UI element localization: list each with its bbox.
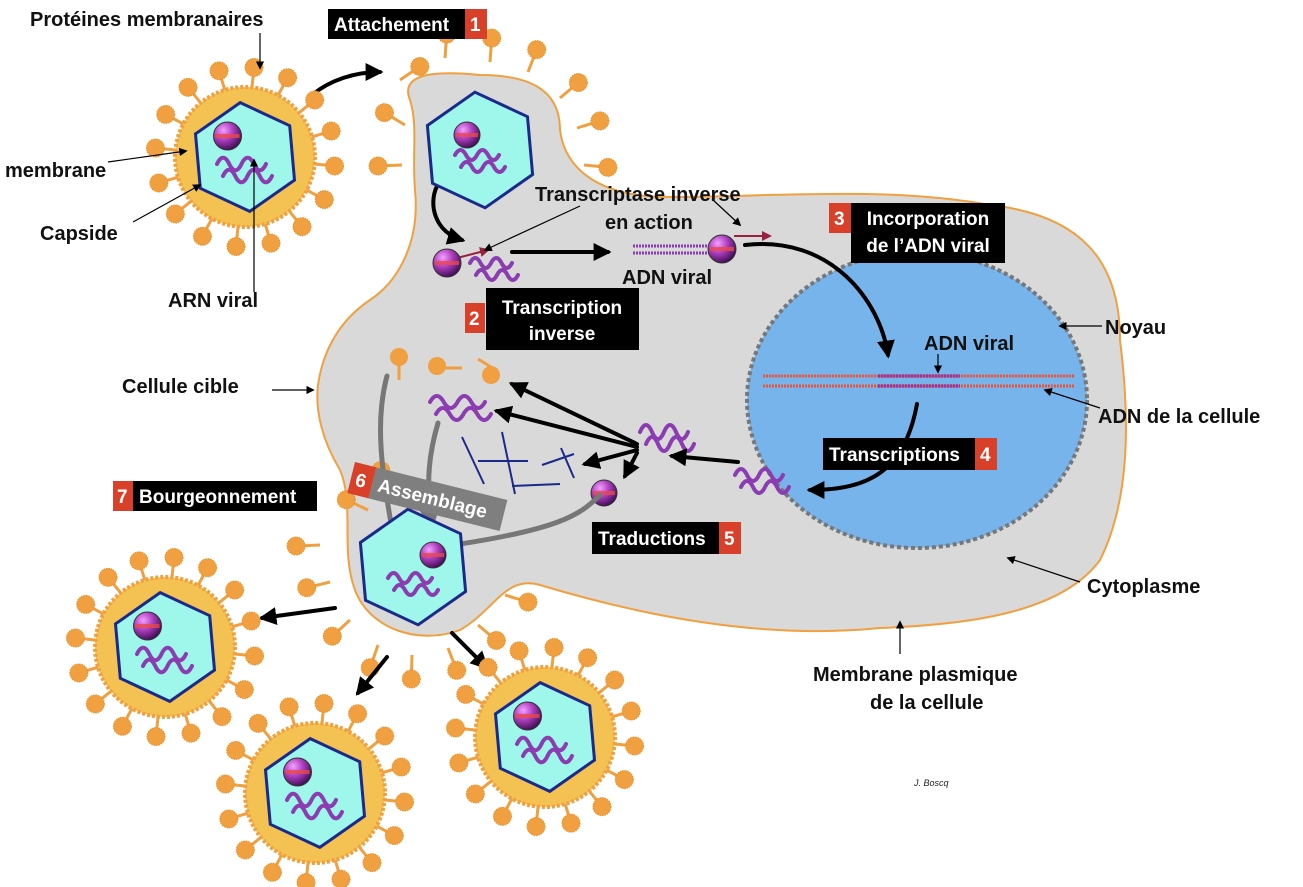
svg-text:1: 1 [470, 15, 481, 36]
svg-text:Traductions: Traductions [598, 529, 706, 550]
label-cellule-cible: Cellule cible [122, 376, 239, 398]
hiv-virion [445, 637, 645, 837]
reverse-transcriptase-icon [419, 541, 447, 569]
viral-rna-icon [733, 467, 791, 495]
process-arrows [258, 63, 919, 696]
svg-text:Incorporation: Incorporation [867, 209, 989, 230]
viral-rna-icon [453, 148, 507, 174]
assembling-capsid [358, 507, 468, 627]
label-cytoplasme: Cytoplasme [1087, 576, 1200, 598]
reverse-transcriptase-icon [453, 121, 481, 149]
step-7-bourgeonnement: 7 Bourgeonnement [113, 481, 317, 511]
svg-text:de l’ADN viral: de l’ADN viral [866, 236, 990, 257]
reverse-transcriptase-icon [133, 611, 162, 641]
svg-text:4: 4 [980, 445, 991, 466]
entering-capsid [425, 90, 535, 210]
viral-rna-icon [515, 735, 574, 765]
label-arn-viral: ARN viral [168, 290, 258, 312]
viral-rna-icon [215, 155, 274, 185]
reverse-transcriptase-icon [432, 248, 462, 278]
svg-text:Transcriptions: Transcriptions [829, 445, 960, 466]
nucleus [745, 250, 1089, 550]
viral-rna-icon [386, 571, 440, 597]
budding-membrane-spikes [286, 24, 618, 689]
svg-text:inverse: inverse [529, 324, 596, 345]
label-pointers [107, 33, 1102, 654]
step-5-traductions: Traductions 5 [592, 522, 741, 554]
hiv-virion [145, 57, 345, 257]
svg-text:2: 2 [469, 309, 480, 330]
svg-text:6: 6 [353, 470, 368, 493]
label-capside: Capside [40, 223, 118, 245]
label-noyau: Noyau [1105, 317, 1166, 339]
viral-dna-strand [633, 244, 710, 255]
svg-text:Attachement: Attachement [334, 15, 450, 36]
svg-text:3: 3 [834, 209, 845, 230]
label-proteines-membranaires: Protéines membranaires [30, 9, 263, 31]
reverse-transcriptase-icon [213, 121, 242, 151]
reverse-transcriptase-icon [283, 757, 312, 787]
label-membrane-plasmique: Membrane plasmique [813, 664, 1018, 686]
step-4-transcriptions: Transcriptions 4 [823, 438, 997, 470]
free-virions [65, 57, 645, 887]
hiv-virion [215, 693, 415, 887]
rt-small-arrow [456, 247, 490, 259]
label-membrane: membrane [5, 160, 106, 182]
hiv-virion [65, 547, 265, 747]
label-de-la-cellule: de la cellule [870, 692, 983, 714]
step-2-transcription-inverse: 2 Transcription inverse [465, 288, 639, 350]
viral-rna-icon [428, 394, 493, 422]
viral-rna-icon [135, 645, 194, 675]
step-3-incorporation: 3 Incorporation de l’ADN viral [829, 203, 1005, 263]
label-adn-cellule: ADN de la cellule [1098, 406, 1260, 428]
reverse-transcriptase-icon [513, 701, 542, 731]
viral-rna-icon [468, 256, 520, 282]
credit-author: J. Boscq [913, 778, 949, 788]
label-adn-viral-cytoplasm: ADN viral [622, 267, 712, 289]
envelope-protein-precursors [390, 348, 500, 384]
label-adn-viral-nucleus: ADN viral [924, 333, 1014, 355]
viral-rna-icon [285, 791, 344, 821]
svg-text:7: 7 [117, 487, 128, 508]
inner-capsids [358, 90, 535, 627]
svg-text:Transcription: Transcription [502, 298, 622, 319]
label-en-action: en action [605, 212, 693, 234]
capsid-protein-precursors [461, 431, 575, 495]
integrated-viral-dna [878, 374, 960, 388]
reverse-transcriptase-group [432, 234, 737, 507]
label-transcriptase-inverse: Transcriptase inverse [535, 184, 741, 206]
svg-text:Bourgeonnement: Bourgeonnement [139, 487, 297, 508]
step-1-attachement: Attachement 1 [328, 9, 487, 39]
svg-text:5: 5 [724, 529, 735, 550]
reverse-transcriptase-icon [707, 234, 737, 264]
